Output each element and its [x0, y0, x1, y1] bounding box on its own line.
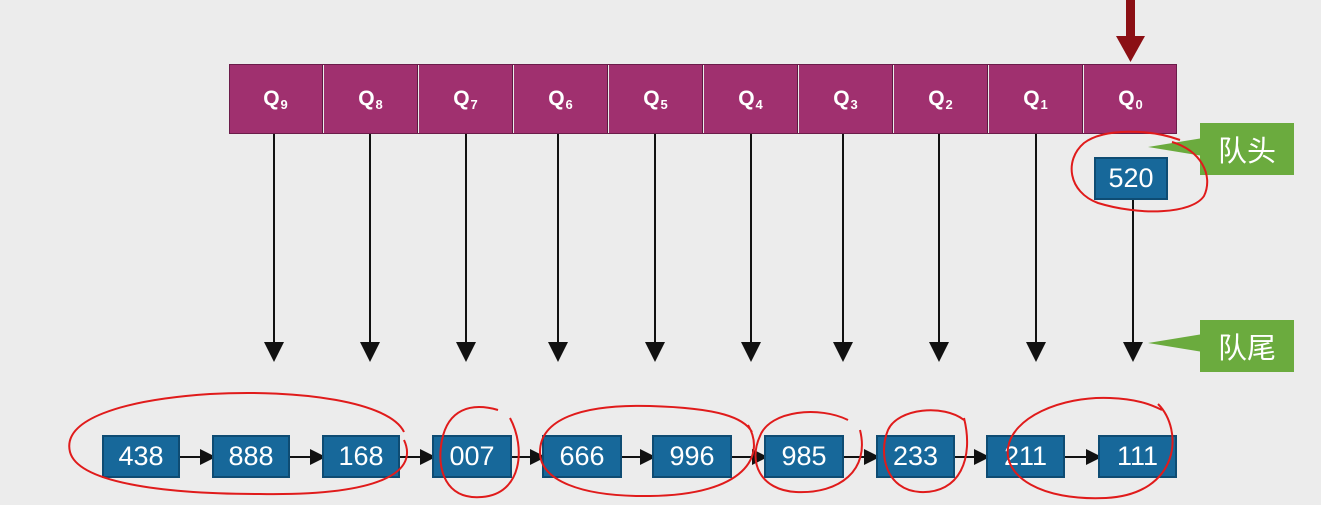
- queue-letter: Q: [1023, 87, 1040, 110]
- top-pointer-arrow: [1116, 0, 1145, 62]
- annotation-circle-group-5: [883, 409, 969, 494]
- tail-tag: 队尾: [1200, 320, 1294, 372]
- annotation-circle-group-6: [1006, 396, 1174, 500]
- tail-tag-pointer: [1148, 334, 1203, 352]
- queue-subscript: 0: [1135, 96, 1143, 112]
- queue-letter: Q: [833, 87, 850, 110]
- queue-down-arrows: [264, 134, 1143, 362]
- head-tag-pointer: [1148, 138, 1203, 156]
- list-node: 211: [986, 435, 1065, 478]
- list-node: 168: [322, 435, 400, 478]
- queue-letter: Q: [358, 87, 375, 110]
- list-node: 996: [652, 435, 732, 478]
- queue-subscript: 9: [280, 96, 288, 112]
- list-node: 438: [102, 435, 180, 478]
- queue-letter: Q: [263, 87, 280, 110]
- list-node: 111: [1098, 435, 1177, 478]
- queue-subscript: 6: [565, 96, 573, 112]
- queue-letter: Q: [453, 87, 470, 110]
- queue-letter: Q: [1118, 87, 1135, 110]
- annotation-circle-group-2: [439, 406, 520, 499]
- queue-letter: Q: [928, 87, 945, 110]
- queue-subscript: 8: [375, 96, 383, 112]
- queue-subscript: 7: [470, 96, 478, 112]
- queue-subscript: 2: [945, 96, 953, 112]
- queue-subscript: 1: [1040, 96, 1048, 112]
- queue-letter: Q: [643, 87, 660, 110]
- annotation-circle-group-4: [754, 411, 863, 494]
- head-node: 520: [1094, 157, 1168, 200]
- queue-subscript: 4: [755, 96, 763, 112]
- list-node: 666: [542, 435, 622, 478]
- queue-letter: Q: [548, 87, 565, 110]
- queue-letter: Q: [738, 87, 755, 110]
- queue-subscript: 5: [660, 96, 668, 112]
- annotation-circle-group-1: [68, 391, 409, 496]
- list-node: 888: [212, 435, 290, 478]
- list-node: 985: [764, 435, 844, 478]
- queue-subscript: 3: [850, 96, 858, 112]
- annotation-circle-group-3: [538, 404, 755, 498]
- list-node: 007: [432, 435, 512, 478]
- annotation-circle-head: [1070, 130, 1209, 213]
- head-tag: 队头: [1200, 123, 1294, 175]
